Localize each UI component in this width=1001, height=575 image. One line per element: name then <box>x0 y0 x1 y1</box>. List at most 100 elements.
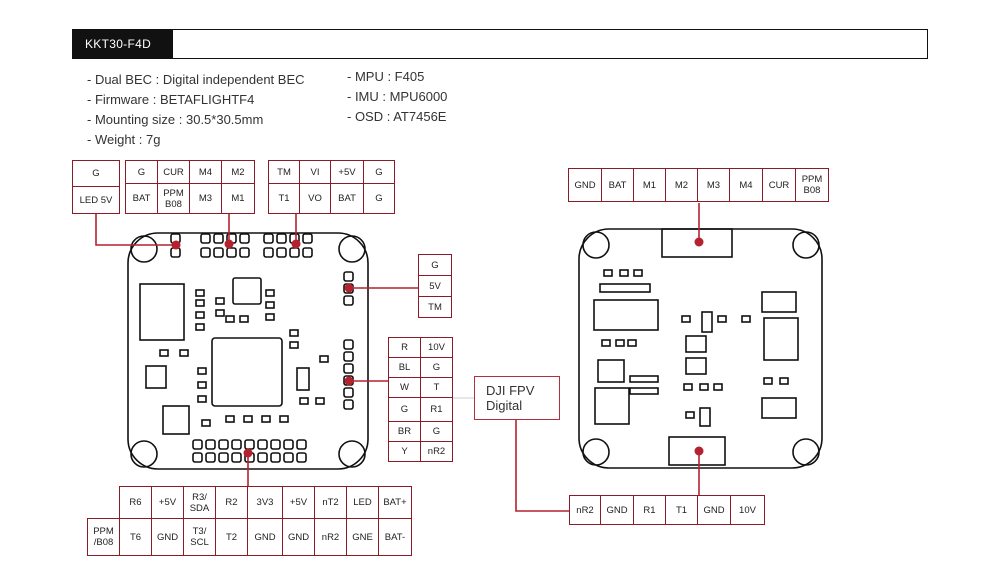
mount-hole <box>582 438 610 466</box>
back-board <box>578 228 823 469</box>
pin-label: T1 <box>268 183 300 214</box>
smd <box>225 415 235 423</box>
pad <box>192 452 203 463</box>
pad <box>343 295 354 306</box>
pin-label: CUR <box>157 160 190 184</box>
pad <box>296 439 307 450</box>
smd <box>195 299 205 307</box>
pad <box>200 233 211 244</box>
smd <box>279 415 289 423</box>
pin-label: G <box>420 357 453 378</box>
smd <box>197 367 207 375</box>
smd <box>215 309 225 317</box>
pad <box>213 247 224 258</box>
smd <box>179 349 189 357</box>
pad <box>343 351 354 362</box>
back-board-outline <box>578 228 823 469</box>
back-chip <box>594 387 630 425</box>
spec-line: - Mounting size : 30.5*30.5mm <box>87 112 264 127</box>
smd <box>699 383 709 391</box>
pin-label: W <box>388 377 421 398</box>
pin-label: M1 <box>221 183 255 214</box>
pad <box>244 439 255 450</box>
pin-label: BR <box>388 421 421 442</box>
pad <box>283 439 294 450</box>
pad <box>296 452 307 463</box>
smd <box>779 377 789 385</box>
pad <box>276 233 287 244</box>
pad <box>231 439 242 450</box>
pin-label: R3/ SDA <box>183 486 216 519</box>
smd <box>243 415 253 423</box>
spec-line: - MPU : F405 <box>347 69 425 84</box>
smd <box>629 375 659 383</box>
dji-fpv-label: DJI FPV Digital <box>474 376 560 420</box>
pad <box>276 247 287 258</box>
pin-label: nR2 <box>314 518 347 556</box>
pin-label: 5V <box>418 275 452 297</box>
pin-label: M3 <box>189 183 222 214</box>
smd <box>265 301 275 309</box>
pad <box>343 387 354 398</box>
pad <box>192 439 203 450</box>
pad <box>343 271 354 282</box>
pin-label: G <box>418 254 452 276</box>
pad <box>239 233 250 244</box>
back-chip <box>701 311 713 333</box>
spec-line: - Firmware : BETAFLIGHTF4 <box>87 92 255 107</box>
pin-label: BL <box>388 357 421 378</box>
back-chip <box>685 335 707 353</box>
callout-dots <box>171 237 704 458</box>
pin-label: G <box>72 160 120 187</box>
pin-label: VO <box>299 183 331 214</box>
title-bar: KKT30-F4D <box>72 29 928 59</box>
back-chip <box>761 397 797 419</box>
smd <box>197 381 207 389</box>
smd <box>633 269 643 277</box>
smd <box>195 289 205 297</box>
pin-label: 3V3 <box>247 486 283 519</box>
pin-label: GND <box>282 518 315 556</box>
specs-left: - Dual BEC : Digital independent BEC - F… <box>87 70 305 150</box>
mount-hole <box>792 231 820 259</box>
boot-button <box>145 365 167 389</box>
mount-hole <box>792 438 820 466</box>
pad <box>302 247 313 258</box>
pin-label: BAT+ <box>378 486 412 519</box>
pin-label: +5V <box>330 160 364 184</box>
smd <box>685 411 695 419</box>
pad <box>226 247 237 258</box>
smd <box>289 329 299 337</box>
pin-label: nR2 <box>420 441 453 462</box>
pin-label: LED 5V <box>72 186 120 214</box>
smd <box>159 349 169 357</box>
pin-label: BAT <box>601 168 634 202</box>
mcu-chip <box>211 337 283 407</box>
pad <box>343 339 354 350</box>
smd <box>681 315 691 323</box>
pin-label: GND <box>151 518 184 556</box>
pad <box>289 247 300 258</box>
pin-label: T2 <box>215 518 248 556</box>
spec-line: - Weight : 7g <box>87 132 161 147</box>
pin-label: G <box>420 421 453 442</box>
back-chip <box>699 407 711 427</box>
pin-label: T3/ SCL <box>183 518 216 556</box>
pin-label: M2 <box>221 160 255 184</box>
pin-label: T <box>420 377 453 398</box>
smd <box>195 323 205 331</box>
mount-hole <box>338 235 366 263</box>
smd <box>215 297 225 305</box>
pin-label: BAT- <box>378 518 412 556</box>
pin-label: R <box>388 337 421 358</box>
smd <box>763 377 773 385</box>
pin-label: M1 <box>633 168 666 202</box>
pin-label: PPM B08 <box>157 183 190 214</box>
smd <box>265 313 275 321</box>
callout-lines <box>95 203 700 512</box>
smd <box>741 315 751 323</box>
back-chip <box>763 317 799 361</box>
pin-label: PPM /B08 <box>87 518 120 556</box>
pin-label: CUR <box>762 168 796 202</box>
smd <box>261 415 271 423</box>
